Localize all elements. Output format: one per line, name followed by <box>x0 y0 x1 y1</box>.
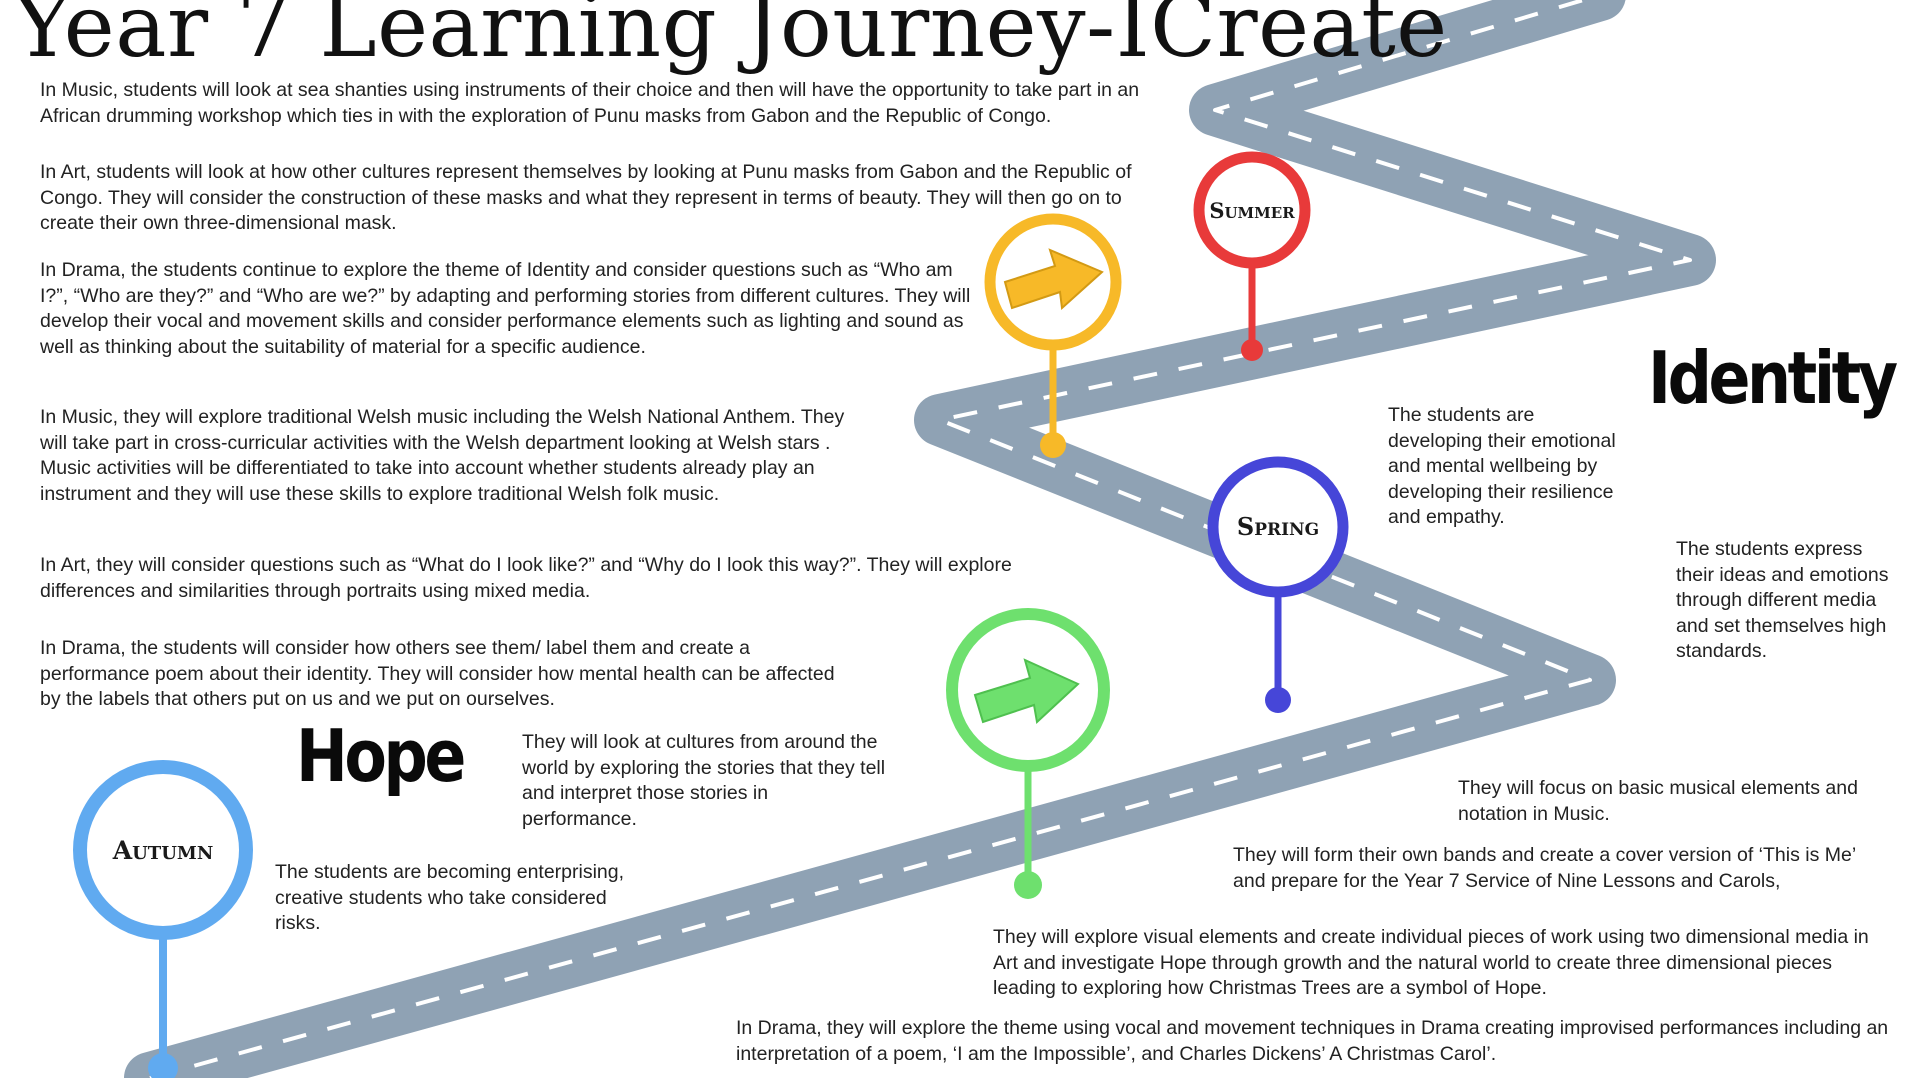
road-lane-markings <box>149 0 1692 1078</box>
autumn-bands-text: They will form their own bands and creat… <box>1233 844 1856 892</box>
green-arrow-pin <box>946 608 1110 899</box>
summer-music-text: In Music, students will look at sea shan… <box>40 79 1140 127</box>
spring-drama-text: In Drama, the students will consider how… <box>40 637 835 710</box>
spring-label: Spring <box>1237 512 1319 541</box>
right-arrow-icon <box>1003 248 1104 311</box>
summer-pin: Summer <box>1193 151 1311 361</box>
right-arrow-icon <box>973 658 1080 724</box>
spring-music-text: In Music, they will explore traditional … <box>40 406 845 505</box>
summer-label: Summer <box>1209 198 1295 223</box>
autumn-label: Autumn <box>112 836 214 865</box>
spring-pin: Spring <box>1207 456 1349 713</box>
yellow-arrow-pin <box>984 213 1122 458</box>
page-title: Year 7 Learning Journey-ICreate <box>14 0 1448 77</box>
summer-art-text: In Art, students will look at how other … <box>40 161 1132 234</box>
hope-cultures-text: They will look at cultures from around t… <box>522 731 886 830</box>
spring-art-text: In Art, they will consider questions suc… <box>40 554 1012 602</box>
autumn-pin: Autumn <box>73 760 253 1078</box>
hope-heading: Hope <box>296 714 466 798</box>
autumn-enterprising-text: The students are becoming enterprising, … <box>275 861 625 934</box>
autumn-art-text: They will explore visual elements and cr… <box>993 926 1869 999</box>
autumn-drama-text: In Drama, they will explore the theme us… <box>736 1017 1889 1065</box>
identity-wellbeing-text: The students are developing their emotio… <box>1388 404 1616 528</box>
autumn-music-basic-text: They will focus on basic musical element… <box>1458 777 1858 825</box>
summer-drama-text: In Drama, the students continue to explo… <box>40 259 971 358</box>
identity-express-text: The students express their ideas and emo… <box>1676 538 1889 662</box>
identity-heading: Identity <box>1648 336 1898 420</box>
